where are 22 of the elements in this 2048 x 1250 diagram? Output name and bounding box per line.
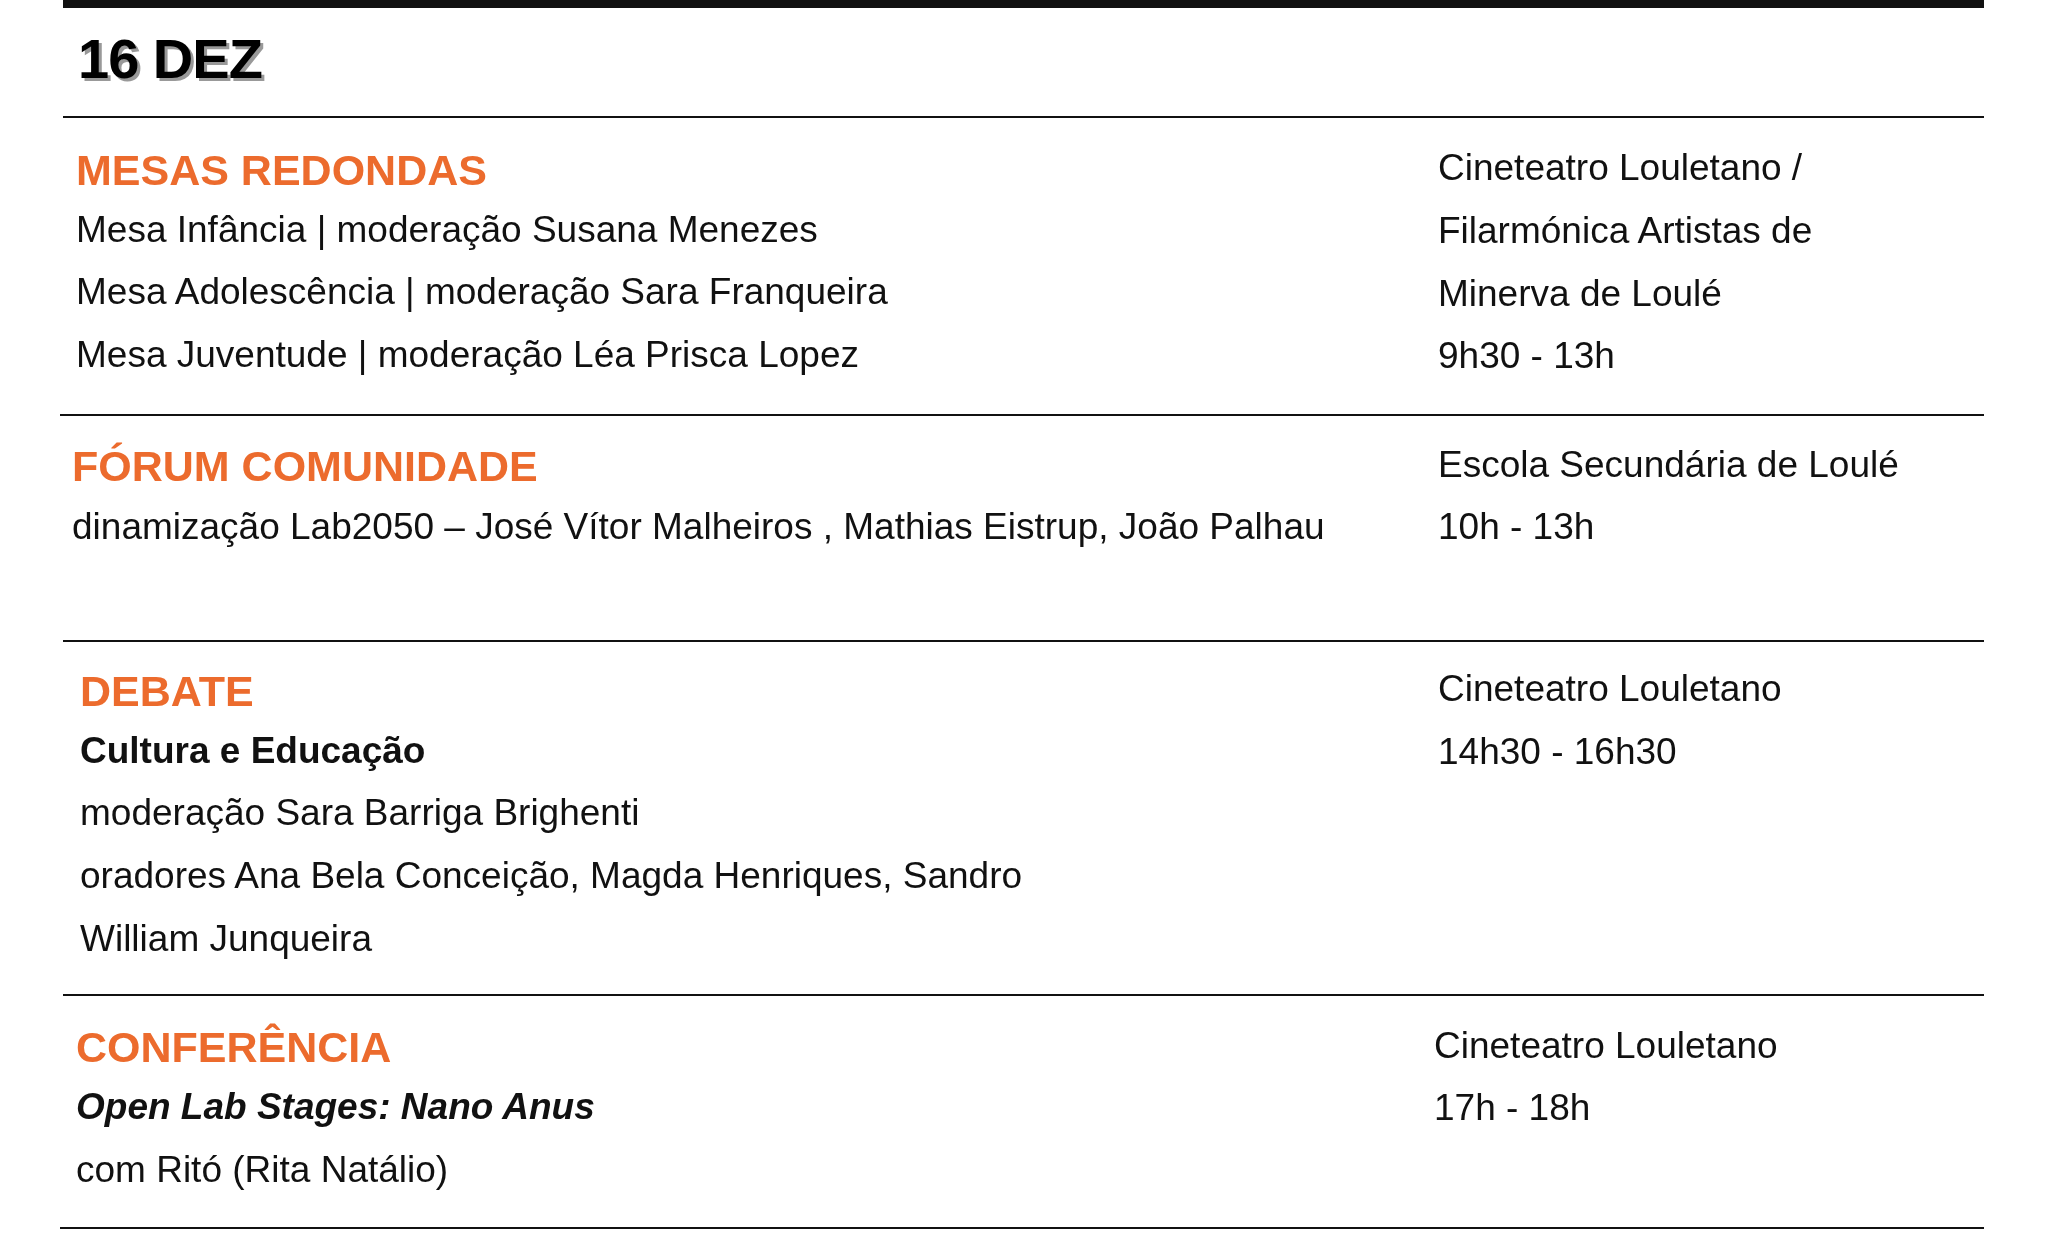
time-text: 14h30 - 16h30: [1438, 730, 1678, 774]
speaker-text: com Ritó (Rita Natálio): [76, 1148, 450, 1192]
section-heading: DEBATE: [80, 666, 255, 716]
venue-text: Cineteatro Louletano: [1434, 1024, 1779, 1068]
session-line: Mesa Adolescência | moderação Sara Franqueira: [76, 270, 889, 314]
date-heading: 16 DEZ: [78, 28, 263, 90]
facilitation-text: dinamização Lab2050 – José Vítor Malheiros , Mathias Eistrup, João Palhau: [72, 505, 1326, 549]
speakers-text: oradores Ana Bela Conceição, Magda Henriques, Sandro William Junqueira: [80, 854, 1024, 961]
session-line: Mesa Infância | moderação Susana Menezes: [76, 208, 819, 252]
session-line: Mesa Juventude | moderação Léa Prisca Lopez: [76, 333, 860, 377]
time-text: 9h30 - 13h: [1438, 334, 1616, 378]
section-heading: FÓRUM COMUNIDADE: [72, 441, 539, 491]
venue-text: Escola Secundária de Loulé: [1438, 443, 1900, 487]
section-heading: MESAS REDONDAS: [76, 145, 488, 195]
venue-text: Cineteatro Louletano / Filarmónica Artistas de Minerva de Loulé: [1438, 146, 1814, 316]
time-text: 10h - 13h: [1438, 505, 1596, 549]
moderator-text: moderação Sara Barriga Brighenti: [80, 791, 641, 835]
debate-title: Cultura e Educação: [80, 729, 427, 773]
time-text: 17h - 18h: [1434, 1086, 1592, 1130]
section-heading: CONFERÊNCIA: [76, 1022, 393, 1072]
conference-title: Open Lab Stages: Nano Anus: [76, 1085, 596, 1129]
venue-text: Cineteatro Louletano: [1438, 667, 1783, 711]
